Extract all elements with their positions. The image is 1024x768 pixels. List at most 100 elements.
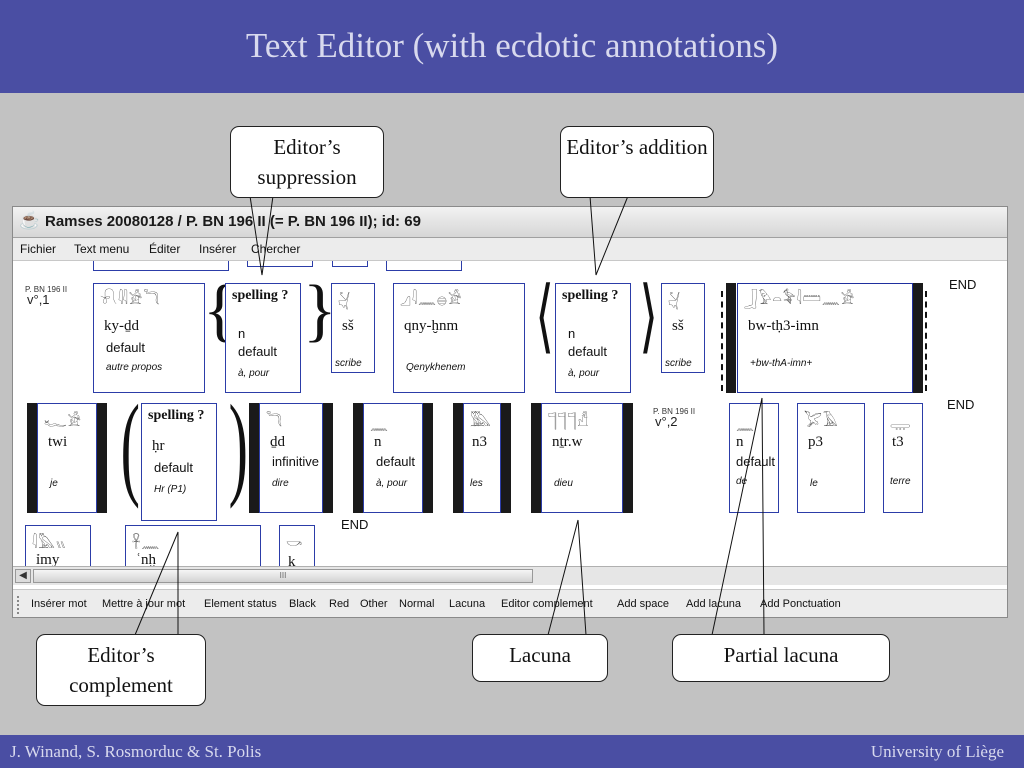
word-box[interactable] [332,261,368,267]
menu-fichier[interactable]: Fichier [20,242,57,256]
word-box[interactable]: 𓈎𓇋𓈖𓐍𓀀 qny-ḫnm Qenykhenem [393,283,525,393]
window-titlebar[interactable]: ☕ Ramses 20080128 / P. BN 196 II (= P. B… [13,207,1007,238]
word-box[interactable]: 𓅔 n3 les [463,403,501,513]
translation: scribe [335,358,362,369]
bottom-toolbar: Insérer mot Mettre à jour mot Element st… [13,589,1007,617]
word-box[interactable]: 𓋔 sš scribe [331,283,375,373]
translation: Qenykhenem [406,362,466,373]
addition-leader [589,195,629,276]
hieroglyph-group: 𓇋𓅓𓏭 [32,535,67,552]
text-canvas[interactable]: P. BN 196 II v°,1 𓍯𓇌𓀀𓆓 ky-ḏd default aut… [13,261,1007,566]
slide-title: Text Editor (with ecdotic annotations) [245,26,779,65]
menu-inserer[interactable]: Insérer [199,242,237,256]
transliteration: ʿnḫ [136,552,156,566]
menu-chercher[interactable]: Chercher [251,242,301,256]
window-title: Ramses 20080128 / P. BN 196 II (= P. BN … [45,213,421,230]
slide-footer [0,735,1024,768]
element-status-button[interactable]: Element status [204,598,277,610]
add-space-button[interactable]: Add space [617,598,669,610]
menu-editer[interactable]: Éditer [149,242,181,256]
lacuna-button[interactable]: Lacuna [449,598,486,610]
spelling-query: spelling ? [562,288,619,303]
scroll-left-arrow-icon[interactable]: ◀ [15,569,31,583]
menu-text-menu[interactable]: Text menu [74,242,130,256]
word-box[interactable]: 𓊹𓊹𓊹𓀭 nṯr.w dieu [541,403,623,513]
word-box[interactable]: spelling ? n default à, pour [555,283,631,393]
hieroglyph-group: 𓈖 [736,417,755,434]
grammar-tag: default [238,344,278,359]
add-lacuna-button[interactable]: Add lacuna [686,598,742,610]
hieroglyph-group: 𓇾 [890,413,912,430]
translation: à, pour [238,368,270,379]
word-box[interactable]: 𓆑𓀀 twi je [37,403,97,513]
lacuna-bar [453,403,463,513]
transliteration: ỉmy [36,552,60,566]
lacuna-bar [531,403,541,513]
spelling-query: spelling ? [148,408,205,423]
word-box[interactable]: 𓇾 t3 terre [883,403,923,513]
word-box[interactable]: 𓍯𓇌𓀀𓆓 ky-ḏd default autre propos [93,283,205,393]
grammar-tag: n [238,326,246,341]
lacuna-bar [353,403,363,513]
word-box[interactable] [386,261,462,271]
word-box[interactable] [93,261,229,271]
grammar-tag: default [568,344,608,359]
verso-label: v°,1 [27,292,50,307]
toolbar-grip-icon[interactable] [17,596,22,614]
translation: +bw-thA-imn+ [750,358,813,369]
lacuna-bar [423,403,433,513]
menu-bar: Fichier Text menu Éditer Insérer Cherche… [13,238,1007,261]
complement-leader [134,531,179,636]
hieroglyph-group: 𓊹𓊹𓊹𓀭 [548,413,590,430]
normal-button[interactable]: Normal [399,598,435,610]
other-button[interactable]: Other [360,598,388,610]
footer-university: University of Liège [870,742,1004,761]
word-box[interactable]: 𓇋𓅓𓏭 ỉmy [25,525,91,566]
callout-editor-addition: Editor’s addition [560,126,714,198]
hieroglyph-group: 𓅯𓄿 [804,413,839,430]
end-marker: END [949,277,977,292]
transliteration: sš [342,318,354,334]
update-word-button[interactable]: Mettre à jour mot [102,598,186,610]
word-box[interactable]: 𓆓 ḏd infinitive dire [259,403,323,513]
editor-complement-button[interactable]: Editor complement [501,598,593,610]
editor-window: ☕ Ramses 20080128 / P. BN 196 II (= P. B… [12,206,1008,618]
word-box[interactable]: 𓃀𓅱𓏏𓅝𓇋𓏠𓈖𓀀 bw-tḥ3-imn +bw-thA-imn+ [737,283,913,393]
line-reference: P. BN 196 II [25,285,68,294]
add-ponctuation-button[interactable]: Add Ponctuation [760,598,841,610]
hieroglyph-group: 𓋔 [668,293,682,310]
word-box[interactable]: 𓋹𓈖 ʿnḫ [125,525,261,566]
spelling-query: spelling ? [232,288,289,303]
footer-authors: J. Winand, S. Rosmorduc & St. Polis [10,742,262,761]
black-button[interactable]: Black [289,598,316,610]
hieroglyph-group: 𓎡 [286,537,304,554]
hieroglyph-group: 𓃀𓅱𓏏𓅝𓇋𓏠𓈖𓀀 [744,291,856,308]
lacuna-bar [913,283,923,393]
hieroglyph-group: 𓆑𓀀 [44,413,83,430]
red-button[interactable]: Red [329,598,350,610]
word-box[interactable]: 𓈖 n default de [729,403,779,513]
angle-bracket-left: ⟨ [535,273,554,361]
word-box[interactable] [247,261,313,267]
transliteration: nṯr.w [552,434,583,450]
transliteration: k [288,554,296,566]
translation: je [50,478,58,489]
end-marker: END [341,517,369,532]
callout-editor-complement: Editor’s complement [36,634,206,706]
grammar-tag: default [106,340,146,355]
grammar-tag: n [568,326,576,341]
word-box[interactable]: 𓈖 n default à, pour [363,403,423,513]
hieroglyph-group: 𓍯𓇌𓀀𓆓 [100,291,161,308]
transliteration: qny-ḫnm [404,318,459,334]
word-box[interactable]: 𓋔 sš scribe [661,283,705,373]
word-box[interactable]: 𓅯𓄿 p3 le [797,403,865,513]
insert-word-button[interactable]: Insérer mot [31,598,87,610]
callout-lacuna: Lacuna [472,634,608,682]
word-box[interactable]: spelling ? ḥr default Hr (P1) [141,403,217,521]
line-reference: P. BN 196 II [653,407,696,416]
word-box[interactable]: 𓎡 k [279,525,315,566]
word-box[interactable]: spelling ? n default à, pour [225,283,301,393]
transliteration: twi [48,434,68,450]
transliteration: sš [672,318,684,334]
horizontal-scrollbar[interactable]: ◀ III [13,566,1007,585]
